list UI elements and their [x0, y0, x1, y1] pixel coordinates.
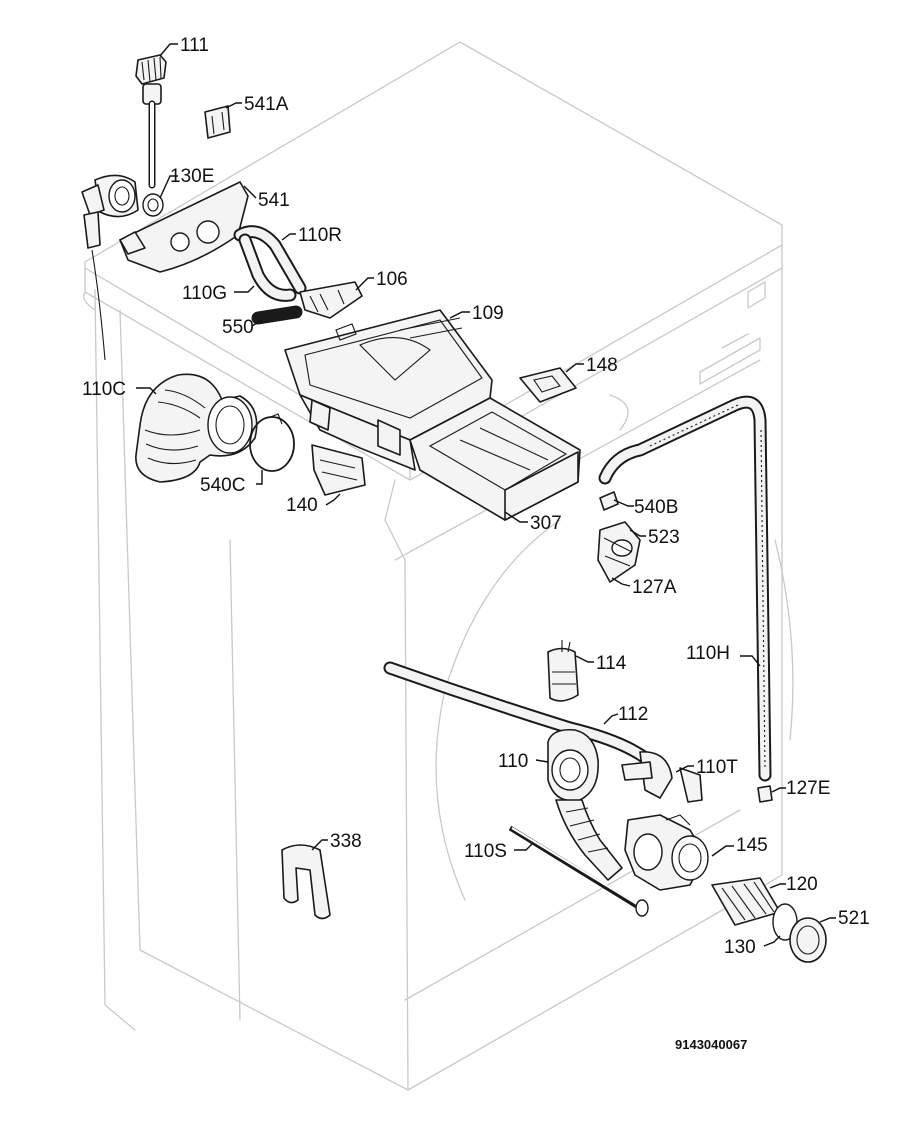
label-110C: 110C: [82, 379, 126, 400]
label-541A: 541A: [244, 94, 289, 115]
label-550: 550: [222, 317, 254, 338]
cabinet-outline: [83, 41, 794, 1091]
label-523: 523: [648, 527, 680, 548]
label-110S: 110S: [464, 841, 507, 862]
hose-110H: [598, 395, 772, 782]
part-140: [311, 444, 366, 496]
leader-lines: [136, 43, 836, 947]
part-114: [547, 640, 579, 702]
label-110R: 110R: [298, 225, 342, 246]
label-111: 111: [180, 35, 209, 56]
label-521: 521: [838, 908, 870, 929]
label-112: 112: [618, 704, 648, 725]
label-110T: 110T: [696, 757, 738, 778]
pump-523-127A: [597, 521, 641, 583]
dispenser-housing-109: [284, 309, 493, 471]
hose-110T: [621, 761, 703, 803]
rod-110S: [508, 825, 649, 917]
label-120: 120: [786, 874, 818, 895]
dispenser-drawer-307: [409, 397, 581, 521]
bellows-110C: [135, 373, 258, 483]
valve-106: [299, 281, 363, 319]
label-110H: 110H: [686, 643, 730, 664]
inlet-hose-111: [135, 54, 167, 189]
label-130: 130: [724, 937, 756, 958]
label-109: 109: [472, 303, 504, 324]
rear-panel-541: [119, 181, 249, 273]
label-541: 541: [258, 190, 290, 211]
label-148: 148: [586, 355, 618, 376]
elbow-110: [547, 728, 623, 881]
spring-hose-550: [251, 305, 303, 325]
hose-110R-110G: [233, 225, 307, 302]
label-145: 145: [736, 835, 768, 856]
label-540C: 540C: [200, 475, 245, 496]
part-127E: [757, 785, 773, 803]
clip-540B: [599, 491, 619, 511]
clip-541A: [204, 105, 231, 139]
label-130E: 130E: [170, 166, 214, 187]
label-110G: 110G: [182, 283, 227, 304]
label-110: 110: [498, 751, 528, 772]
pump-housing-145: [624, 814, 709, 891]
clamp-540C: [249, 413, 295, 472]
inlet-elbow: [81, 174, 139, 361]
label-540B: 540B: [634, 497, 678, 518]
filter-120: [711, 877, 781, 926]
document-number: 9143040067: [675, 1037, 747, 1052]
part-labels: 111 541A 130E 541 110R 106 110G 550 109 …: [82, 35, 870, 1052]
label-127E: 127E: [786, 778, 830, 799]
cap-521: [789, 917, 827, 963]
label-338: 338: [330, 831, 362, 852]
label-127A: 127A: [632, 577, 677, 598]
cover-148: [519, 367, 577, 403]
label-114: 114: [596, 653, 627, 674]
label-106: 106: [376, 269, 408, 290]
seal-ring-130E: [142, 193, 164, 217]
hook-338: [281, 844, 331, 920]
label-140: 140: [286, 495, 318, 516]
label-307: 307: [530, 513, 562, 534]
